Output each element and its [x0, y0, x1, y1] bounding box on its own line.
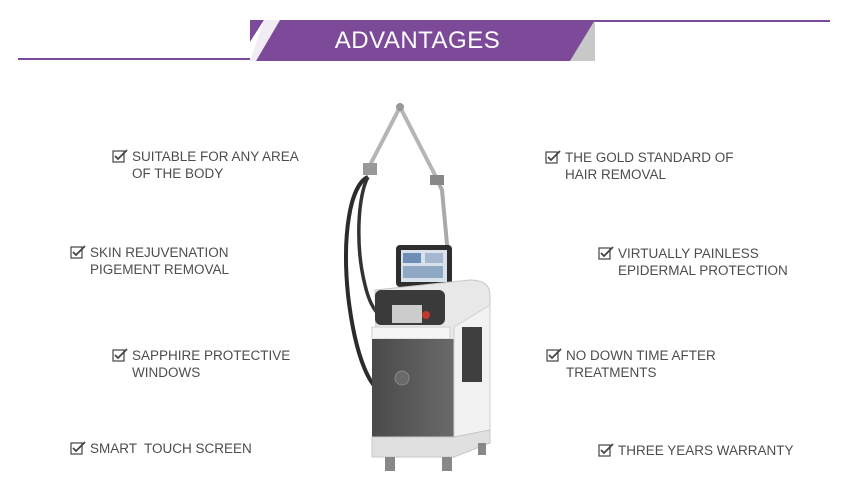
- feature-label: THE GOLD STANDARD OF HAIR REMOVAL: [565, 150, 734, 182]
- feature-label: THREE YEARS WARRANTY: [618, 443, 794, 458]
- feature-label: SKIN REJUVENATION PIGEMENT REMOVAL: [90, 245, 230, 277]
- checkbox-icon: [70, 245, 86, 259]
- page-title: ADVANTAGES: [334, 27, 501, 54]
- checkbox-icon: [598, 246, 614, 260]
- feature-label: SUITABLE FOR ANY AREA OF THE BODY: [132, 149, 299, 181]
- feature-item-warranty: THREE YEARS WARRANTY: [598, 442, 794, 459]
- laser-machine-image: [344, 103, 491, 471]
- feature-label: SAPPHIRE PROTECTIVE WINDOWS: [132, 348, 291, 380]
- feature-item-body-area: SUITABLE FOR ANY AREA OF THE BODY: [112, 148, 299, 182]
- header-divider-right: [585, 20, 830, 22]
- feature-item-touch-screen: SMART TOUCH SCREEN: [70, 440, 252, 457]
- feature-item-gold-standard: THE GOLD STANDARD OF HAIR REMOVAL: [545, 149, 734, 183]
- feature-label: NO DOWN TIME AFTER TREATMENTS: [566, 348, 716, 380]
- checkbox-icon: [70, 441, 86, 455]
- checkbox-icon: [598, 443, 614, 457]
- feature-item-skin-rejuvenation: SKIN REJUVENATION PIGEMENT REMOVAL: [70, 244, 229, 278]
- checkbox-icon: [545, 150, 561, 164]
- feature-item-painless: VIRTUALLY PAINLESS EPIDERMAL PROTECTION: [598, 245, 788, 279]
- feature-label: SMART TOUCH SCREEN: [90, 441, 252, 456]
- feature-item-sapphire-windows: SAPPHIRE PROTECTIVE WINDOWS: [112, 347, 290, 381]
- checkbox-icon: [112, 348, 128, 362]
- header-banner: ADVANTAGES: [250, 20, 595, 61]
- banner-shape: [250, 20, 595, 61]
- header-divider-left: [18, 58, 263, 60]
- checkbox-icon: [546, 348, 562, 362]
- feature-item-no-downtime: NO DOWN TIME AFTER TREATMENTS: [546, 347, 716, 381]
- feature-label: VIRTUALLY PAINLESS EPIDERMAL PROTECTION: [618, 246, 788, 278]
- checkbox-icon: [112, 149, 128, 163]
